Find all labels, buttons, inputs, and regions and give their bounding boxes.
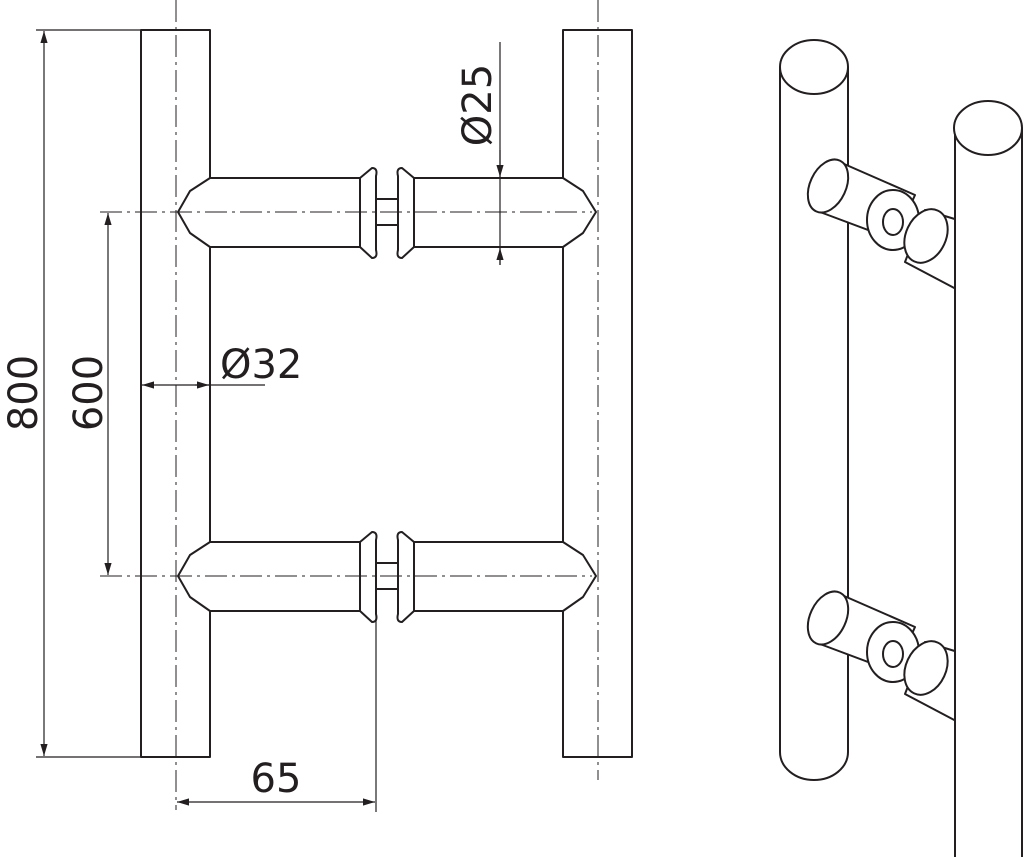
dimension-label-65: 65 — [251, 756, 302, 802]
iso-bottom-standoff — [806, 590, 959, 723]
dimension-600: 600 — [66, 213, 112, 575]
isometric-view — [779, 39, 1023, 857]
dimension-label-d25: Ø25 — [455, 64, 501, 146]
dimension-label-800: 800 — [1, 355, 47, 431]
bottom-standoff — [177, 531, 597, 623]
dimension-diameter-25: Ø25 — [455, 42, 504, 265]
dimension-label-d32: Ø32 — [220, 342, 302, 388]
dimension-65: 65 — [177, 612, 377, 812]
iso-top-standoff — [806, 158, 959, 291]
dimension-diameter-32: Ø32 — [142, 342, 302, 389]
dimension-label-600: 600 — [66, 355, 112, 431]
top-standoff — [177, 167, 597, 259]
front-view — [100, 0, 633, 810]
dimension-800: 800 — [1, 29, 141, 758]
